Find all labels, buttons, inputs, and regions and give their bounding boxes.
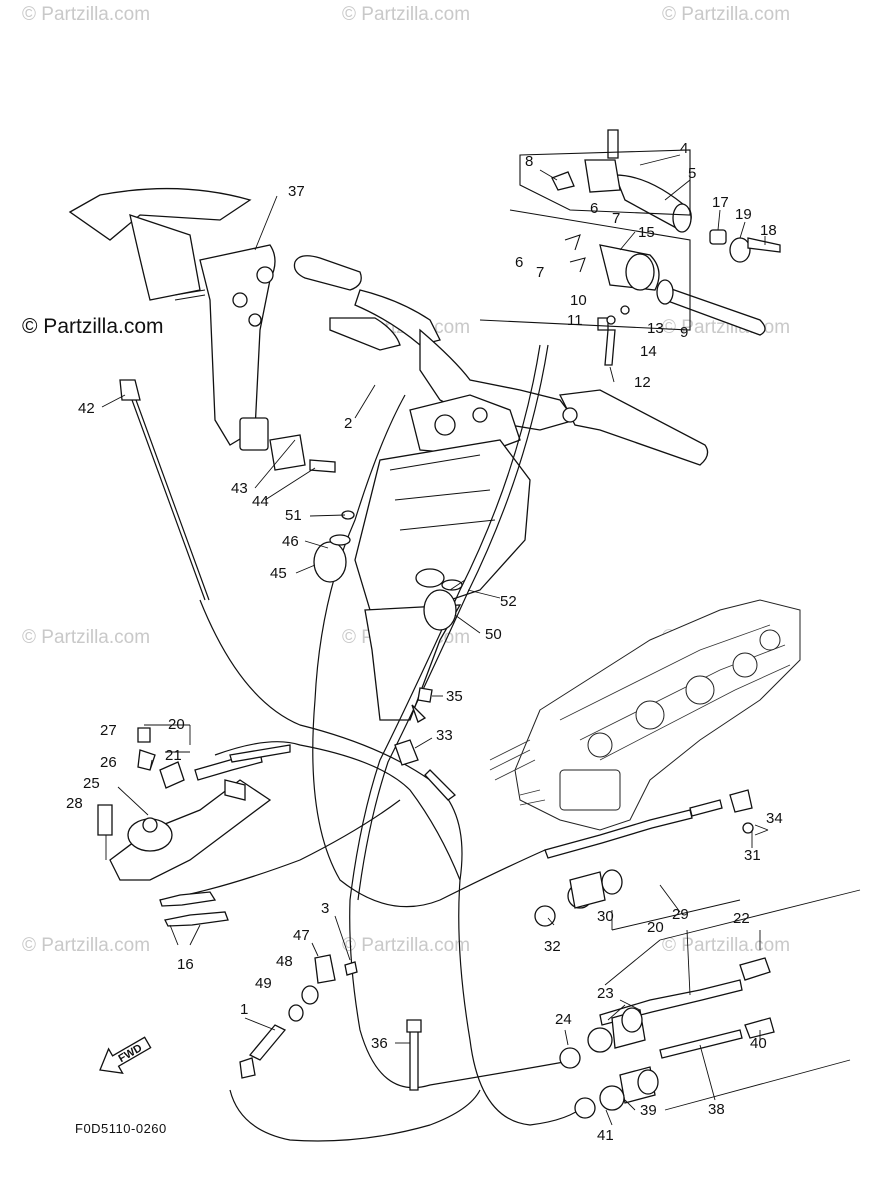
callout-49[interactable]: 49 [255, 975, 272, 992]
callout-45[interactable]: 45 [270, 565, 287, 582]
callout-21[interactable]: 21 [165, 747, 182, 764]
callout-27[interactable]: 27 [100, 722, 117, 739]
shift-mechanism [97, 727, 291, 927]
watermark-text: © Partzilla.com [22, 627, 150, 648]
callout-7[interactable]: 7 [612, 210, 620, 227]
callout-15[interactable]: 15 [638, 224, 655, 241]
callout-38[interactable]: 38 [708, 1101, 725, 1118]
callout-11[interactable]: 11 [567, 312, 583, 329]
watermark-text: © Partzilla.com [662, 4, 790, 25]
callout-labels: 1 2 3 4 5 6 6 7 7 8 9 10 11 12 13 14 15 … [66, 140, 783, 1144]
callout-9[interactable]: 9 [680, 324, 688, 341]
callout-13[interactable]: 13 [647, 320, 664, 337]
callout-3[interactable]: 3 [321, 900, 329, 917]
callout-33[interactable]: 33 [436, 727, 453, 744]
diagram-code: F0D5110-0260 [75, 1121, 167, 1136]
callout-17[interactable]: 17 [712, 194, 729, 211]
callout-32[interactable]: 32 [544, 938, 561, 955]
callout-42[interactable]: 42 [78, 400, 95, 417]
callout-34[interactable]: 34 [766, 810, 783, 827]
callout-22[interactable]: 22 [733, 910, 750, 927]
callout-5[interactable]: 5 [688, 165, 696, 182]
leader-lines [101, 154, 861, 1126]
callout-23[interactable]: 23 [597, 985, 614, 1002]
callout-50[interactable]: 50 [485, 626, 502, 643]
callout-46[interactable]: 46 [282, 533, 299, 550]
callout-44[interactable]: 44 [252, 493, 269, 510]
callout-8[interactable]: 8 [525, 153, 533, 170]
callout-31[interactable]: 31 [744, 847, 761, 864]
callout-1[interactable]: 1 [240, 1001, 248, 1018]
callout-19[interactable]: 19 [735, 206, 752, 223]
callout-16[interactable]: 16 [177, 956, 194, 973]
lower-parts [239, 954, 422, 1091]
callout-35[interactable]: 35 [446, 688, 463, 705]
callout-26[interactable]: 26 [100, 754, 117, 771]
handlebar-assembly [293, 255, 709, 721]
callout-6[interactable]: 6 [590, 200, 598, 217]
right-grip-assembly [479, 129, 781, 366]
brand-watermark: © Partzilla.com [22, 315, 164, 338]
watermark-text: © Partzilla.com [342, 935, 470, 956]
callout-39[interactable]: 39 [640, 1102, 657, 1119]
callout-12[interactable]: 12 [634, 374, 651, 391]
watermark-text: © Partzilla.com [342, 4, 470, 25]
callout-51[interactable]: 51 [285, 507, 302, 524]
watermark-text: © Partzilla.com [662, 935, 790, 956]
callout-25[interactable]: 25 [83, 775, 100, 792]
cable-adjusters [534, 789, 775, 1119]
callout-2[interactable]: 2 [344, 415, 352, 432]
callout-41[interactable]: 41 [597, 1127, 614, 1144]
callout-52[interactable]: 52 [500, 593, 517, 610]
callout-14[interactable]: 14 [640, 343, 657, 360]
callout-30[interactable]: 30 [597, 908, 614, 925]
watermark-text: © Partzilla.com [22, 4, 150, 25]
callout-24[interactable]: 24 [555, 1011, 572, 1028]
callout-28[interactable]: 28 [66, 795, 83, 812]
callout-10[interactable]: 10 [570, 292, 587, 309]
fwd-label: FWD [117, 1042, 145, 1065]
callout-20-b[interactable]: 20 [647, 919, 664, 936]
callout-48[interactable]: 48 [276, 953, 293, 970]
engine-block [489, 599, 801, 831]
callout-7-b[interactable]: 7 [536, 264, 544, 281]
callout-47[interactable]: 47 [293, 927, 310, 944]
callout-29[interactable]: 29 [672, 906, 689, 923]
callout-40[interactable]: 40 [750, 1035, 767, 1052]
callout-20[interactable]: 20 [168, 716, 185, 733]
callout-43[interactable]: 43 [231, 480, 248, 497]
callout-4[interactable]: 4 [680, 140, 688, 157]
callout-36[interactable]: 36 [371, 1035, 388, 1052]
callout-18[interactable]: 18 [760, 222, 777, 239]
fwd-arrow-icon: FWD [99, 1036, 152, 1074]
callout-37[interactable]: 37 [288, 183, 305, 200]
throttle-lever-assembly [68, 187, 336, 601]
callout-6-b[interactable]: 6 [515, 254, 523, 271]
watermark-text: © Partzilla.com [22, 935, 150, 956]
steering-cables [159, 344, 586, 1142]
